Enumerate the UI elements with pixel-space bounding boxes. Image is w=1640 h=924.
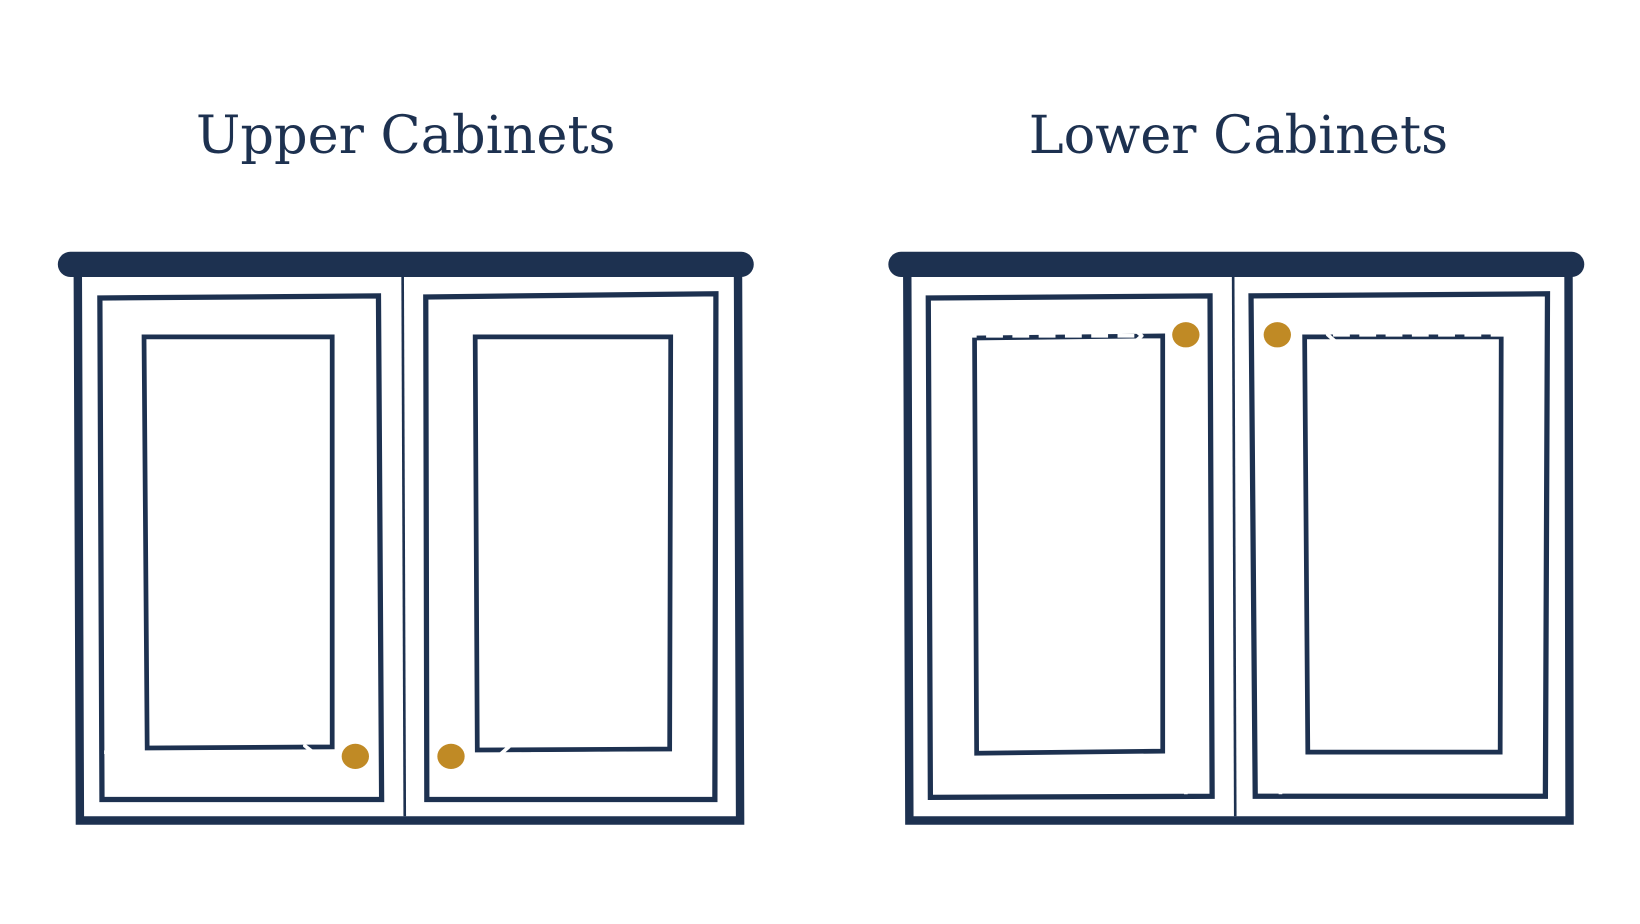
arrow-left-icon bbox=[1325, 325, 1339, 344]
upper-door-divider bbox=[401, 275, 407, 817]
upper-cabinets-title: Upper Cabinets bbox=[196, 105, 615, 166]
lower-right-door bbox=[1248, 291, 1551, 799]
dashed-arrow-icon bbox=[504, 751, 713, 757]
lower-cabinets-title: Lower Cabinets bbox=[1029, 105, 1448, 166]
arrow-right-icon bbox=[303, 744, 317, 763]
upper-cabinet bbox=[57, 251, 754, 825]
knob-icon bbox=[1172, 322, 1200, 348]
arrow-up-icon bbox=[1176, 384, 1196, 398]
lower-left-door bbox=[925, 293, 1215, 800]
upper-right-door bbox=[423, 291, 719, 803]
upper-cabinet-crown bbox=[57, 251, 754, 277]
lower-cabinet-crown bbox=[888, 251, 1585, 277]
knob-icon bbox=[341, 743, 369, 769]
lower-door-divider bbox=[1231, 275, 1237, 817]
arrow-up-icon bbox=[1271, 384, 1290, 398]
arrow-down-icon bbox=[347, 694, 366, 709]
upper-left-door bbox=[97, 293, 385, 803]
knob-icon bbox=[437, 743, 465, 769]
lower-cabinet bbox=[888, 251, 1585, 825]
arrow-left-icon bbox=[498, 745, 511, 764]
dashed-arrow-icon bbox=[104, 750, 309, 756]
arrow-right-icon bbox=[1131, 326, 1144, 346]
arrow-down-icon bbox=[443, 694, 463, 709]
knob-icon bbox=[1263, 322, 1291, 348]
